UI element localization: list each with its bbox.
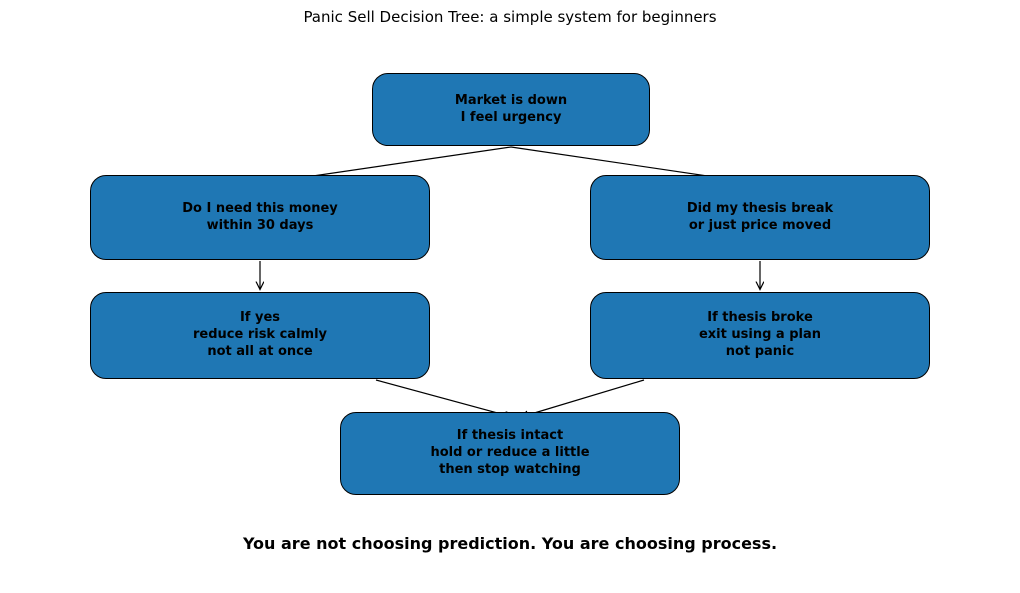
node-need-money-30-days: Do I need this money within 30 days: [90, 175, 430, 260]
figure-caption: You are not choosing prediction. You are…: [242, 534, 778, 553]
node-did-thesis-break: Did my thesis break or just price moved: [590, 175, 930, 260]
node-market-is-down: Market is down I feel urgency: [372, 73, 650, 146]
node-thesis-intact-hold: If thesis intact hold or reduce a little…: [340, 412, 680, 495]
node-exit-using-plan: If thesis broke exit using a plan not pa…: [590, 292, 930, 379]
node-reduce-risk-calmly: If yes reduce risk calmly not all at onc…: [90, 292, 430, 379]
figure-title: Panic Sell Decision Tree: a simple syste…: [303, 8, 717, 26]
